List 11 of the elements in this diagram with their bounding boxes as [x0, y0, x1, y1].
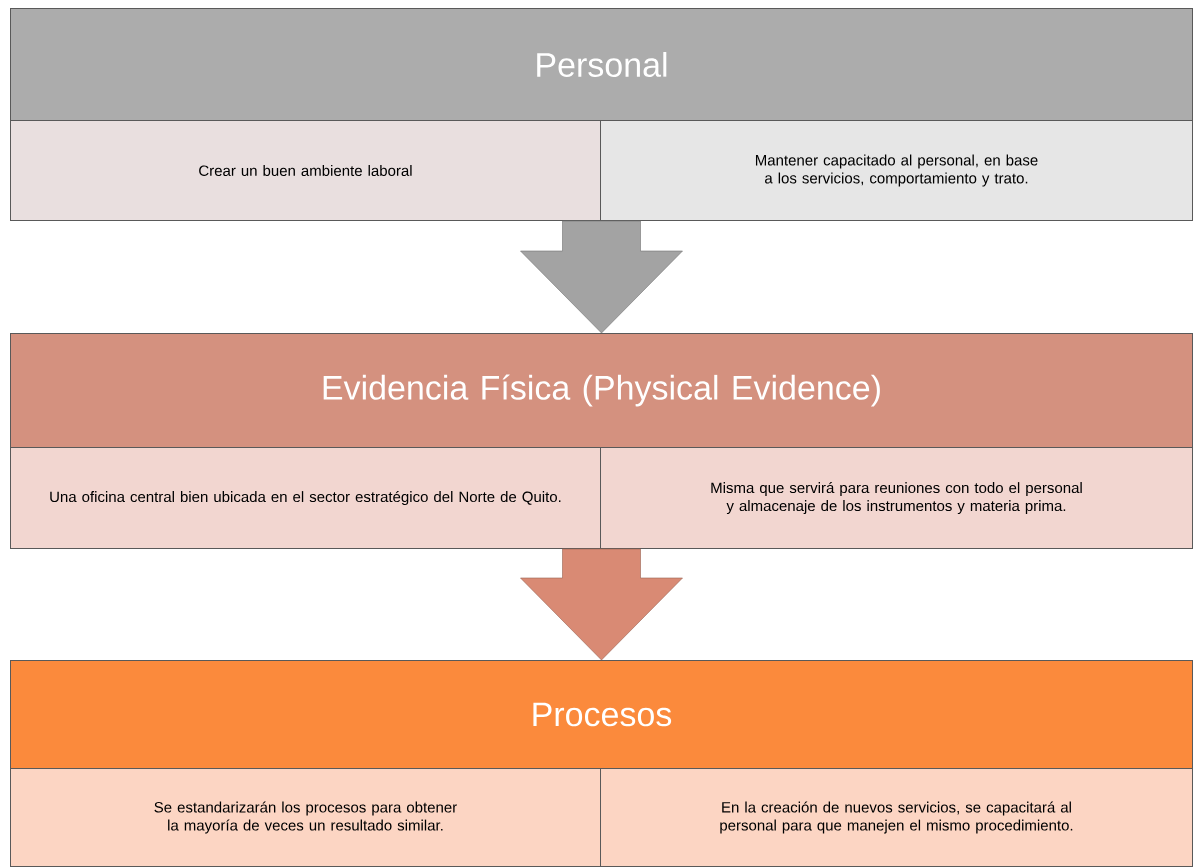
content-box: En la creación de nuevos servicios, se capacitará al personal para que manejen el mismo procedimiento.: [600, 768, 1193, 867]
content-box: Mantener capacitado al personal, en base a los servicios, comportamiento y trato.: [600, 120, 1193, 221]
content-box: Se estandarizarán los procesos para obtener la mayoría de veces un resultado similar.: [10, 768, 601, 867]
header-band: Procesos: [10, 660, 1193, 769]
block-arrow: [520, 220, 683, 334]
block-arrow: [520, 548, 683, 661]
content-box: Misma que servirá para reuniones con todo el personal y almacenaje de los instrumentos y materia prima.: [600, 447, 1193, 549]
content-box: Una oficina central bien ubicada en el sector estratégico del Norte de Quito.: [10, 447, 601, 549]
content-box: Crear un buen ambiente laboral: [10, 120, 601, 221]
header-band: Personal: [10, 8, 1193, 121]
header-band: Evidencia Física (Physical Evidence): [10, 333, 1193, 448]
